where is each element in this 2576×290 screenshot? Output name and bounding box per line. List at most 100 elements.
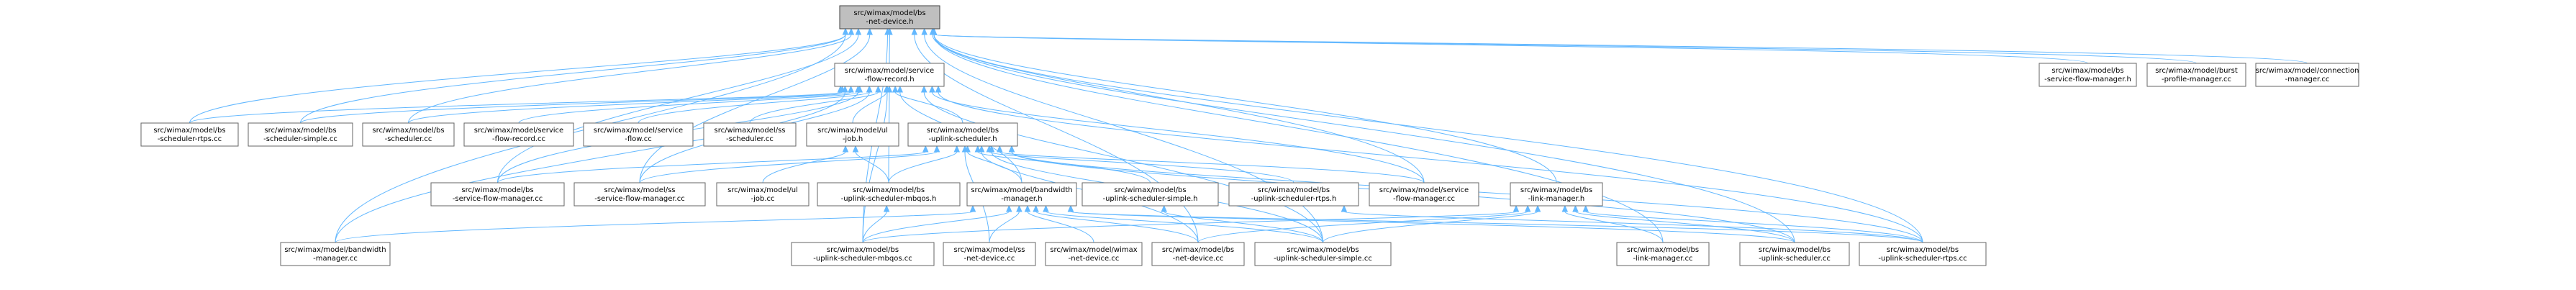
- file-node-label: src/wimax/model/bs: [853, 9, 925, 17]
- file-node[interactable]: src/wimax/model/service-flow-record.cc: [463, 122, 574, 147]
- file-node[interactable]: src/wimax/model/bs-scheduler-rtps.cc: [140, 122, 239, 147]
- dependency-edge: [1024, 204, 1094, 243]
- file-node-label: -flow-record.h: [864, 76, 914, 83]
- file-node[interactable]: src/wimax/model/bs-link-manager.cc: [1616, 242, 1710, 266]
- file-node-label: -scheduler-simple.cc: [263, 135, 337, 143]
- file-node[interactable]: src/wimax/model/ss-scheduler.cc: [703, 122, 797, 147]
- dependency-edge: [989, 204, 1022, 243]
- file-node[interactable]: src/wimax/model/bs-uplink-scheduler-mbqo…: [817, 182, 961, 207]
- file-node[interactable]: src/wimax/model/bs-net-device.cc: [1151, 242, 1245, 266]
- dependency-edge: [929, 27, 1425, 183]
- file-node[interactable]: src/wimax/model/bs-scheduler-simple.cc: [248, 122, 353, 147]
- dependency-edge: [300, 27, 849, 124]
- dependency-edge: [888, 145, 961, 183]
- file-node-label: -job.h: [843, 135, 863, 143]
- file-node-label: -service-flow-manager.cc: [453, 195, 543, 203]
- file-node-label: src/wimax/model/bs: [372, 127, 444, 135]
- file-node-label: src/wimax/model/bs: [153, 127, 225, 135]
- file-node-label: -manager.h: [1001, 195, 1042, 203]
- file-node[interactable]: src/wimax/model/bs-scheduler.cc: [362, 122, 455, 147]
- dependency-edge: [997, 145, 1425, 183]
- file-node[interactable]: src/wimax/model/bandwidth-manager.h: [966, 182, 1077, 207]
- file-node-label: -link-manager.cc: [1633, 255, 1692, 263]
- file-node-label: -uplink-scheduler-simple.cc: [1274, 255, 1372, 263]
- file-node[interactable]: src/wimax/model/bs-uplink-scheduler.cc: [1739, 242, 1850, 266]
- file-node-label: -uplink-scheduler.h: [928, 135, 997, 143]
- dependency-edge: [639, 27, 873, 183]
- file-node-label: -service-flow-manager.h: [2044, 76, 2131, 83]
- file-node-label: -scheduler-rtps.cc: [158, 135, 222, 143]
- file-node-label: src/wimax/model/ul: [727, 186, 798, 194]
- dependency-edge: [1043, 204, 1323, 243]
- file-node-label: -service-flow-manager.cc: [594, 195, 684, 203]
- file-node-label: src/wimax/model/bs: [1627, 246, 1699, 254]
- dependency-edge: [762, 145, 849, 183]
- file-node-label: src/wimax/model/ss: [604, 186, 675, 194]
- file-node-label: src/wimax/model/ul: [817, 127, 888, 135]
- file-node-label: src/wimax/model/connection: [2256, 67, 2359, 75]
- file-node-label: src/wimax/model/ss: [714, 127, 785, 135]
- file-node-label: src/wimax/model/wimax: [1050, 246, 1137, 254]
- file-node[interactable]: src/wimax/model/connection-manager.cc: [2255, 63, 2359, 87]
- file-node-label: -net-device.cc: [1173, 255, 1224, 263]
- file-node[interactable]: src/wimax/model/bs-uplink-scheduler-simp…: [1254, 242, 1392, 266]
- file-node-label: src/wimax/model/ss: [953, 246, 1025, 254]
- dependency-edge: [930, 27, 1923, 243]
- file-node-label: src/wimax/model/bs: [1258, 186, 1330, 194]
- file-node-label: -link-manager.h: [1528, 195, 1584, 203]
- file-node[interactable]: src/wimax/model/bandwidth-manager.cc: [280, 242, 391, 266]
- file-node[interactable]: src/wimax/model/bs-link-manager.h: [1510, 182, 1603, 207]
- dependency-edge: [986, 145, 1294, 183]
- file-node[interactable]: src/wimax/model/service-flow-record.h: [834, 63, 945, 87]
- file-node[interactable]: src/wimax/model/bs-uplink-scheduler-simp…: [1081, 182, 1219, 207]
- file-node[interactable]: src/wimax/model/service-flow.cc: [583, 122, 694, 147]
- file-node-label: src/wimax/model/bs: [1287, 246, 1359, 254]
- file-node-label: src/wimax/model/bs: [853, 186, 925, 194]
- dependency-edge: [862, 204, 1012, 243]
- file-node-label: src/wimax/model/service: [474, 127, 563, 135]
- file-node[interactable]: src/wimax/model/bs-uplink-scheduler.h: [907, 122, 1018, 147]
- file-node[interactable]: src/wimax/model/ul-job.h: [806, 122, 899, 147]
- file-node-label: src/wimax/model/bs: [461, 186, 533, 194]
- file-node-label: src/wimax/model/bs: [264, 127, 336, 135]
- dependency-edge: [1067, 204, 1923, 243]
- file-node-label: -job.cc: [750, 195, 774, 203]
- dependency-edge: [749, 85, 881, 124]
- dependency-edge: [1572, 204, 1795, 243]
- file-node-label: -profile-manager.cc: [2162, 76, 2231, 83]
- file-node-label: -uplink-scheduler-mbqos.cc: [813, 255, 912, 263]
- file-node-label: src/wimax/model/bs: [2051, 67, 2123, 75]
- dependency-edge: [930, 27, 2088, 64]
- file-node[interactable]: src/wimax/model/bs-uplink-scheduler-mbqo…: [791, 242, 935, 266]
- dependency-edge: [408, 85, 854, 124]
- dependency-edge: [852, 145, 889, 183]
- file-node-label: -net-device.h: [866, 18, 914, 26]
- file-node-label: -uplink-scheduler-rtps.h: [1251, 195, 1337, 203]
- file-node[interactable]: src/wimax/model/bs-service-flow-manager.…: [430, 182, 565, 207]
- file-node[interactable]: src/wimax/model/bs-uplink-scheduler-rtps…: [1859, 242, 1987, 266]
- dependency-edge: [300, 85, 845, 124]
- file-node[interactable]: src/wimax/model/ss-net-device.cc: [943, 242, 1036, 266]
- file-node-label: -uplink-scheduler.cc: [1759, 255, 1831, 263]
- file-node-label: src/wimax/model/bandwidth: [971, 186, 1072, 194]
- dependency-edge: [1582, 204, 1923, 243]
- file-node-label: -flow.cc: [625, 135, 651, 143]
- file-node[interactable]: src/wimax/model/bs-service-flow-manager.…: [2038, 63, 2137, 87]
- file-node[interactable]: src/wimax/model/bs-uplink-scheduler-rtps…: [1228, 182, 1359, 207]
- dependency-edge: [862, 204, 1520, 243]
- file-node[interactable]: src/wimax/model/service-flow-manager.cc: [1369, 182, 1479, 207]
- file-node[interactable]: src/wimax/model/ul-job.cc: [716, 182, 809, 207]
- dependency-edge: [930, 27, 1664, 243]
- nodes-layer: src/wimax/model/bs-net-device.hsrc/wimax…: [140, 5, 2359, 266]
- file-node-label: src/wimax/model/service: [594, 127, 683, 135]
- dependency-edge: [335, 85, 848, 243]
- dependency-edge: [335, 204, 976, 243]
- file-node-label: -uplink-scheduler-mbqos.h: [841, 195, 937, 203]
- file-node[interactable]: src/wimax/model/burst-profile-manager.cc: [2146, 63, 2246, 87]
- file-node[interactable]: src/wimax/model/ss-service-flow-manager.…: [573, 182, 706, 207]
- dependency-edge: [1161, 204, 1323, 243]
- root-file-node[interactable]: src/wimax/model/bs-net-device.h: [839, 5, 940, 30]
- file-node[interactable]: src/wimax/model/wimax-net-device.cc: [1045, 242, 1143, 266]
- file-node-label: src/wimax/model/bs: [1162, 246, 1234, 254]
